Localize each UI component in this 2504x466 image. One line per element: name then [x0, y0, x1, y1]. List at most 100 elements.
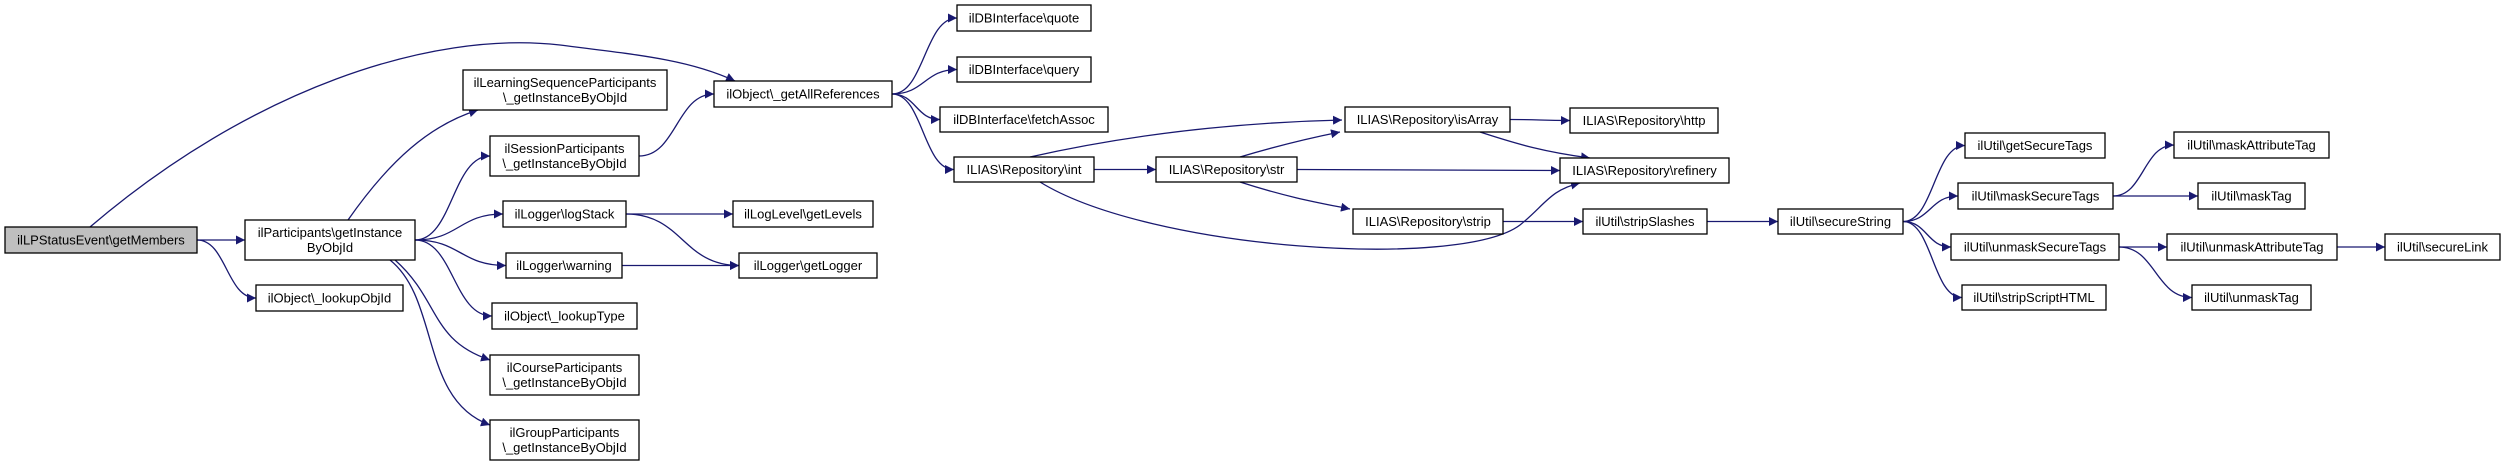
node-rep-refinery[interactable]: ILIAS\Repository\refinery — [1559, 157, 1730, 184]
node-label: ilUtil\unmaskTag — [2204, 290, 2299, 305]
node-label: ilUtil\secureString — [1790, 214, 1891, 229]
node-label: ilDBInterface\fetchAssoc — [953, 112, 1095, 127]
node-get-members[interactable]: ilLPStatusEvent\getMembers — [4, 226, 198, 254]
node-label: \_getInstanceByObjId — [502, 156, 626, 171]
node-get-levels[interactable]: ilLogLevel\getLevels — [732, 200, 874, 228]
node-label: ilCourseParticipants — [507, 360, 623, 375]
node-label: ILIAS\Repository\str — [1169, 162, 1285, 177]
edge-get-all-refs-to-query — [891, 65, 958, 95]
node-rep-strip[interactable]: ILIAS\Repository\strip — [1352, 208, 1504, 235]
node-group-part[interactable]: ilGroupParticipants\_getInstanceByObjId — [489, 419, 640, 461]
node-secure-string[interactable]: ilUtil\secureString — [1777, 208, 1904, 235]
edge-rep-is-array-to-rep-refinery — [1479, 131, 1591, 162]
node-box — [956, 56, 1092, 83]
node-label: ilUtil\maskTag — [2211, 189, 2291, 204]
node-part-get-instance[interactable]: ilParticipants\getInstanceByObjId — [244, 219, 416, 261]
node-rep-http[interactable]: ILIAS\Repository\http — [1569, 107, 1719, 134]
edge-unmask-secure-tags-to-unmask-tag — [2118, 246, 2193, 302]
node-unmask-secure-tags[interactable]: ilUtil\unmaskSecureTags — [1950, 233, 2120, 261]
node-label: ilObject\_lookupType — [504, 309, 625, 324]
node-label: ilDBInterface\query — [969, 62, 1080, 77]
node-box — [738, 252, 878, 279]
node-box — [953, 156, 1095, 183]
node-label: ilGroupParticipants — [510, 425, 620, 440]
node-label: ilLogger\getLogger — [754, 258, 863, 273]
node-label: ilDBInterface\quote — [969, 11, 1080, 26]
node-course-part[interactable]: ilCourseParticipants\_getInstanceByObjId — [489, 354, 640, 396]
node-rep-is-array[interactable]: ILIAS\Repository\isArray — [1344, 106, 1511, 133]
edge-get-members-to-get-all-refs — [89, 42, 736, 228]
node-quote[interactable]: ilDBInterface\quote — [956, 4, 1092, 32]
node-label: ilUtil\maskSecureTags — [1972, 189, 2100, 204]
edge-secure-string-to-unmask-secure-tags — [1902, 220, 1952, 252]
node-mask-tag[interactable]: ilUtil\maskTag — [2197, 182, 2306, 210]
node-label: \_getInstanceByObjId — [502, 375, 626, 390]
node-label: ilUtil\getSecureTags — [1978, 138, 2093, 153]
node-label: ilSessionParticipants — [505, 141, 625, 156]
node-box — [713, 80, 893, 108]
edge-part-get-instance-to-group-part — [389, 259, 491, 427]
node-label: ilParticipants\getInstance — [258, 225, 403, 240]
node-box — [2173, 131, 2330, 159]
node-strip-script-html[interactable]: ilUtil\stripScriptHTML — [1961, 284, 2107, 311]
node-box — [1961, 284, 2107, 311]
node-label: ilUtil\unmaskAttributeTag — [2180, 240, 2323, 255]
node-unmask-attribute-tag[interactable]: ilUtil\unmaskAttributeTag — [2166, 233, 2338, 261]
edge-rep-str-to-rep-refinery — [1296, 165, 1561, 175]
edge-part-get-instance-to-sess-part — [414, 151, 491, 241]
node-box — [255, 284, 404, 312]
node-label: ilLogger\logStack — [515, 207, 615, 222]
node-log-stack[interactable]: ilLogger\logStack — [502, 200, 627, 228]
node-box — [956, 4, 1092, 32]
node-box — [2191, 284, 2312, 311]
node-query[interactable]: ilDBInterface\query — [956, 56, 1092, 83]
node-label: ilLogLevel\getLevels — [744, 207, 862, 222]
node-label: ilUtil\stripScriptHTML — [1973, 290, 2094, 305]
node-get-all-refs[interactable]: ilObject\_getAllReferences — [713, 80, 893, 108]
node-ls-part[interactable]: ilLearningSequenceParticipants\_getInsta… — [462, 69, 668, 111]
edge-rep-int-to-rep-is-array — [1029, 115, 1343, 158]
node-get-secure-tags[interactable]: ilUtil\getSecureTags — [1964, 132, 2106, 159]
node-label: ilObject\_getAllReferences — [726, 87, 880, 102]
node-box — [4, 226, 198, 254]
node-box — [502, 200, 627, 228]
node-mask-secure-tags[interactable]: ilUtil\maskSecureTags — [1957, 182, 2114, 210]
node-lookup-type[interactable]: ilObject\_lookupType — [491, 302, 638, 330]
edge-rep-is-array-to-rep-http — [1509, 115, 1571, 125]
node-box — [1582, 208, 1708, 235]
node-label: \_getInstanceByObjId — [502, 440, 626, 455]
node-get-logger[interactable]: ilLogger\getLogger — [738, 252, 878, 279]
edge-get-all-refs-to-quote — [891, 13, 958, 95]
node-label: ilObject\_lookupObjId — [268, 291, 392, 306]
node-secure-link[interactable]: ilUtil\secureLink — [2384, 233, 2501, 261]
node-unmask-tag[interactable]: ilUtil\unmaskTag — [2191, 284, 2312, 311]
node-lookup-obj-id[interactable]: ilObject\_lookupObjId — [255, 284, 404, 312]
node-mask-attribute-tag[interactable]: ilUtil\maskAttributeTag — [2173, 131, 2330, 159]
node-box — [2384, 233, 2501, 261]
node-box — [491, 302, 638, 330]
node-fetch-assoc[interactable]: ilDBInterface\fetchAssoc — [939, 106, 1109, 133]
edge-part-get-instance-to-log-stack — [414, 209, 504, 241]
node-warning[interactable]: ilLogger\warning — [505, 252, 623, 279]
node-sess-part[interactable]: ilSessionParticipants\_getInstanceByObjI… — [489, 135, 640, 177]
node-box — [1957, 182, 2114, 210]
node-box — [489, 354, 640, 396]
node-box — [1352, 208, 1504, 235]
node-rep-str[interactable]: ILIAS\Repository\str — [1155, 156, 1298, 183]
edge-sess-part-to-get-all-refs — [638, 89, 715, 157]
node-rep-int[interactable]: ILIAS\Repository\int — [953, 156, 1095, 183]
node-box — [489, 419, 640, 461]
node-label: ilLearningSequenceParticipants — [474, 75, 657, 90]
node-label: ByObjId — [307, 240, 353, 255]
edge-get-members-to-lookup-obj-id — [196, 239, 257, 303]
node-box — [2197, 182, 2306, 210]
node-box — [489, 135, 640, 177]
node-label: ILIAS\Repository\strip — [1365, 214, 1491, 229]
edge-log-stack-to-get-logger — [625, 213, 740, 270]
node-box — [1777, 208, 1904, 235]
edge-secure-string-to-mask-secure-tags — [1902, 191, 1959, 223]
node-label: ILIAS\Repository\http — [1583, 113, 1706, 128]
node-strip-slashes[interactable]: ilUtil\stripSlashes — [1582, 208, 1708, 235]
